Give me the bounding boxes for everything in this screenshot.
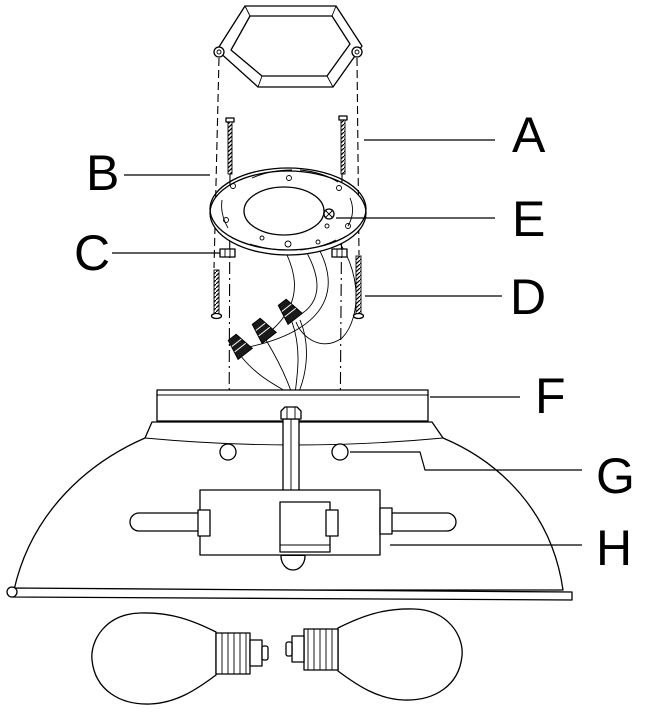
mounting-hole-left (219, 443, 237, 461)
label-a: A (512, 107, 546, 163)
mounting-plate (209, 167, 367, 256)
leader-line-g (350, 451, 582, 471)
label-f: F (535, 368, 566, 424)
label-b: B (86, 145, 119, 201)
callout-a: A (364, 107, 546, 163)
junction-box-screw-left (213, 46, 225, 58)
junction-box (216, 5, 363, 88)
light-bulb-left (91, 612, 269, 705)
alignment-dashed-line-right (356, 57, 360, 256)
socket-cluster (129, 489, 457, 556)
callout-f: F (430, 368, 566, 424)
label-h: H (596, 520, 632, 576)
light-bulb-right (285, 608, 463, 701)
label-g: G (596, 448, 635, 504)
mounting-screw-right (338, 115, 348, 175)
label-e: E (512, 191, 545, 247)
wire-nut-1 (227, 333, 254, 361)
threaded-rod-right (352, 255, 365, 320)
center-rod (280, 406, 302, 498)
callout-d: D (365, 269, 546, 325)
ground-screw (323, 208, 335, 229)
shade-rim (6, 586, 573, 601)
callout-g: G (350, 448, 635, 504)
junction-box-screw-right (351, 46, 363, 58)
wire-nut-3 (277, 298, 304, 326)
label-d: D (510, 269, 546, 325)
nut-right (331, 248, 348, 258)
wire-nut-2 (251, 317, 278, 345)
alignment-dashed-line-left (213, 57, 220, 269)
mounting-hole-right (331, 443, 349, 461)
socket-bulb-stub (280, 555, 306, 571)
nut-left (219, 248, 236, 258)
callout-c: C (74, 225, 220, 281)
callout-e: E (336, 191, 545, 247)
mounting-screw-left (225, 117, 235, 175)
callout-b: B (86, 145, 210, 201)
callout-h: H (390, 520, 632, 576)
label-c: C (74, 225, 110, 281)
threaded-rod-left (210, 269, 223, 320)
